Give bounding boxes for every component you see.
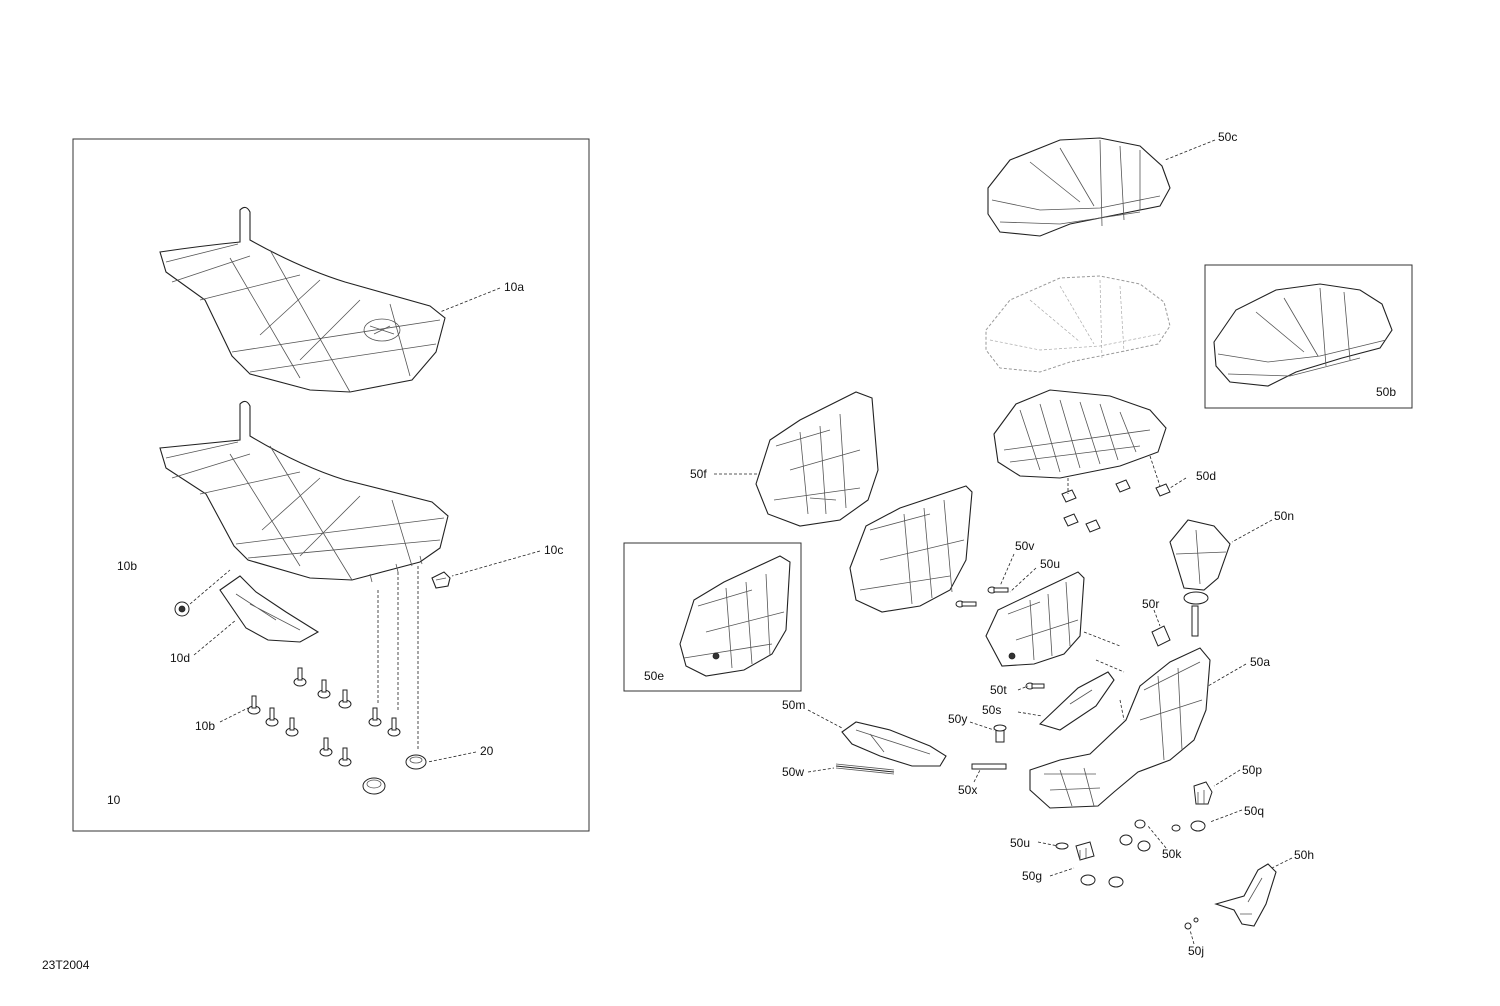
label-10b-top: 10b: [117, 559, 137, 573]
label-50e: 50e: [644, 669, 664, 683]
label-50a: 50a: [1250, 655, 1270, 669]
label-50n: 50n: [1274, 509, 1294, 523]
hardware-50p-50q-illustration: [1190, 769, 1243, 832]
label-50h: 50h: [1294, 848, 1314, 862]
nut-20-illustration: [362, 754, 427, 795]
left-leaders: [193, 287, 541, 763]
label-50k: 50k: [1162, 847, 1182, 861]
label-50u-top: 50u: [1040, 557, 1060, 571]
label-50t: 50t: [990, 683, 1007, 697]
label-20: 20: [480, 744, 494, 758]
seat-50b-frame: [1204, 264, 1413, 409]
bolt-50y-illustration: [969, 721, 1007, 743]
label-50y: 50y: [948, 712, 967, 726]
label-50x: 50x: [958, 783, 977, 797]
label-10b-bottom: 10b: [195, 719, 215, 733]
seat-cover-50c-illustration: [987, 137, 1216, 237]
bumper-10b-illustration: [174, 569, 231, 617]
label-50j: 50j: [1188, 944, 1204, 958]
label-50b: 50b: [1376, 385, 1396, 399]
bracket-50h-illustration: [1184, 857, 1293, 945]
label-50q: 50q: [1244, 804, 1264, 818]
seat-10-frame: [72, 138, 590, 832]
clip-10c-illustration: [431, 571, 451, 589]
figure-code: 23T2004: [42, 958, 90, 972]
backrest-50f-illustration: [714, 391, 879, 527]
label-50v: 50v: [1015, 539, 1034, 553]
hardware-bottom-illustration: [1037, 819, 1181, 888]
label-50g: 50g: [1022, 869, 1042, 883]
backrest-50e-frame: [623, 542, 802, 692]
label-50p: 50p: [1242, 763, 1262, 777]
backrest-middle-illustration: [849, 485, 973, 613]
backrest-50e-illustration: [679, 555, 791, 677]
label-50d: 50d: [1196, 469, 1216, 483]
seat-50b-illustration: [1213, 283, 1393, 387]
handle-50m-illustration: [807, 709, 947, 767]
rod-50w-illustration: [807, 763, 895, 775]
pin-50x-illustration: [971, 763, 1007, 783]
label-50s: 50s: [982, 703, 1001, 717]
label-10c: 10c: [544, 543, 563, 557]
backrest-frame-illustration: [955, 553, 1085, 667]
handle-50n-illustration: [1169, 519, 1273, 637]
label-10a: 10a: [504, 280, 524, 294]
cover-50s-illustration: [1017, 671, 1115, 731]
label-group-10: 10: [107, 793, 121, 807]
plate-10d-illustration: [219, 575, 320, 643]
label-50w: 50w: [782, 765, 804, 779]
label-50r: 50r: [1142, 597, 1159, 611]
clip-50r-illustration: [1151, 609, 1171, 647]
label-50f: 50f: [690, 467, 707, 481]
label-50c: 50c: [1218, 130, 1237, 144]
screws-10b-illustration: [247, 566, 419, 767]
base-frame-50a-illustration: [1029, 631, 1247, 809]
label-50u-bottom: 50u: [1010, 836, 1030, 850]
seat-10b-illustration: [159, 400, 449, 583]
seat-pan-50d-illustration: [993, 389, 1187, 533]
label-10d: 10d: [170, 651, 190, 665]
label-50m: 50m: [782, 698, 805, 712]
seat-10a-illustration: [159, 206, 446, 393]
seat-ghost-illustration: [985, 275, 1171, 373]
